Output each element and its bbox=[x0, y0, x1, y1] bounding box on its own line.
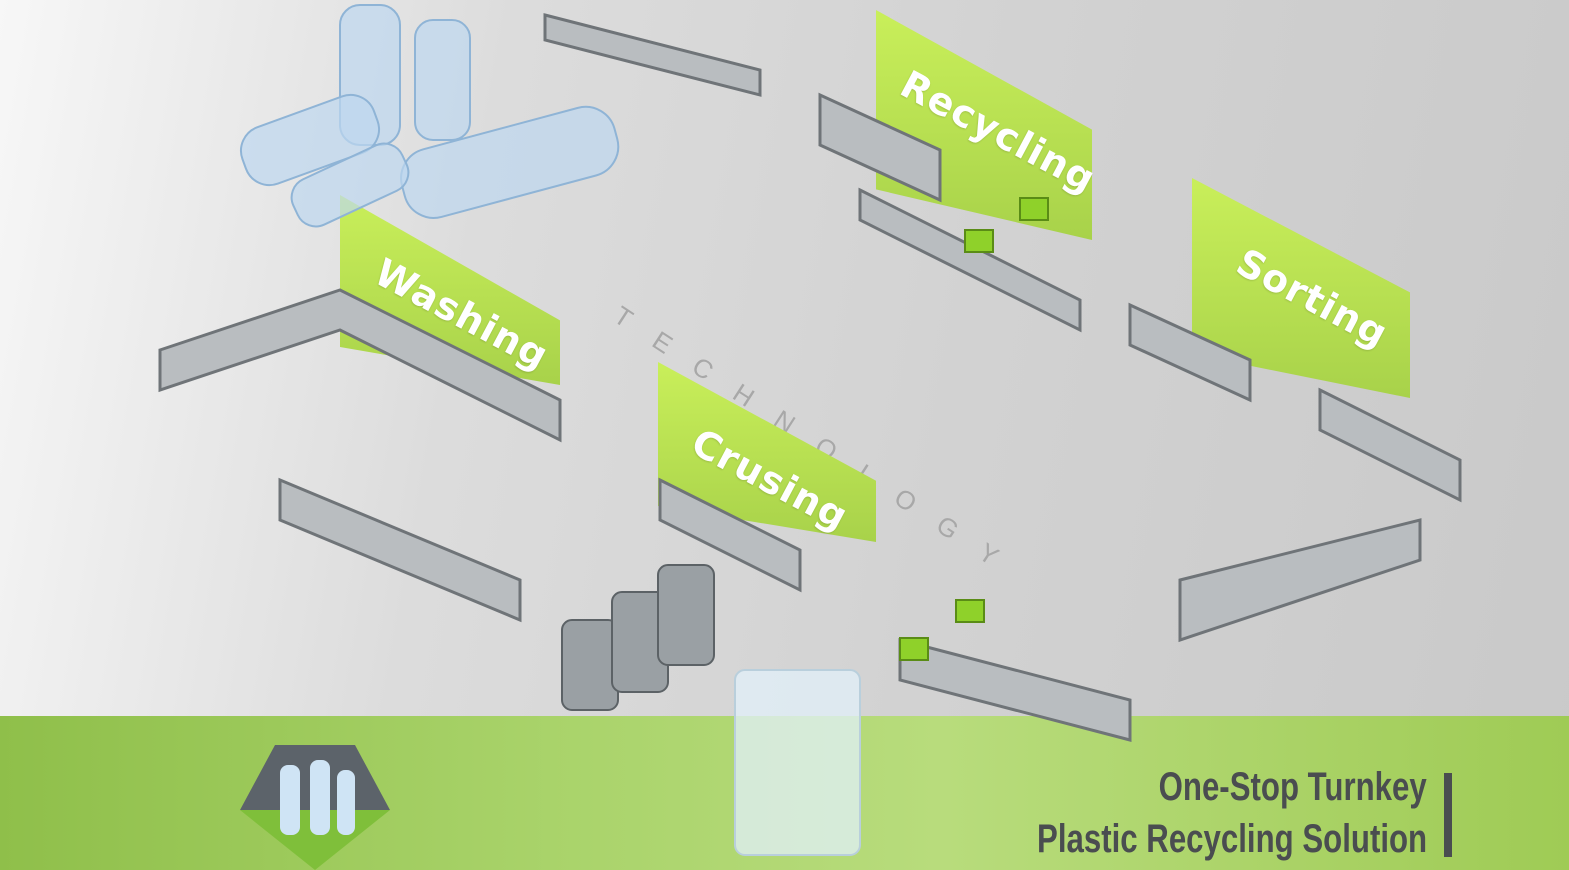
silo bbox=[561, 619, 619, 711]
machine-crusher bbox=[658, 477, 802, 593]
machine-sorting-drum bbox=[1128, 302, 1252, 403]
recycle-icon bbox=[240, 745, 390, 870]
machine-sorting-unit bbox=[1318, 387, 1462, 503]
machine-sorting-platform bbox=[1178, 518, 1422, 643]
flakes-beaker-image bbox=[734, 669, 861, 856]
headline-divider bbox=[1444, 773, 1452, 857]
machine-recycling-drum bbox=[818, 92, 942, 203]
machine-recycling-tanks bbox=[858, 187, 1082, 333]
machine-washing-line bbox=[158, 288, 562, 443]
headline-line-2: Plastic Recycling Solution bbox=[1036, 817, 1427, 861]
machine-extruder bbox=[278, 477, 522, 623]
machine-conveyor-tables bbox=[898, 638, 1132, 742]
machine-conveyor bbox=[543, 13, 762, 97]
plastic-bottles-image bbox=[240, 4, 620, 228]
headline-line-1: One-Stop Turnkey bbox=[1158, 765, 1427, 809]
silo bbox=[657, 564, 715, 666]
